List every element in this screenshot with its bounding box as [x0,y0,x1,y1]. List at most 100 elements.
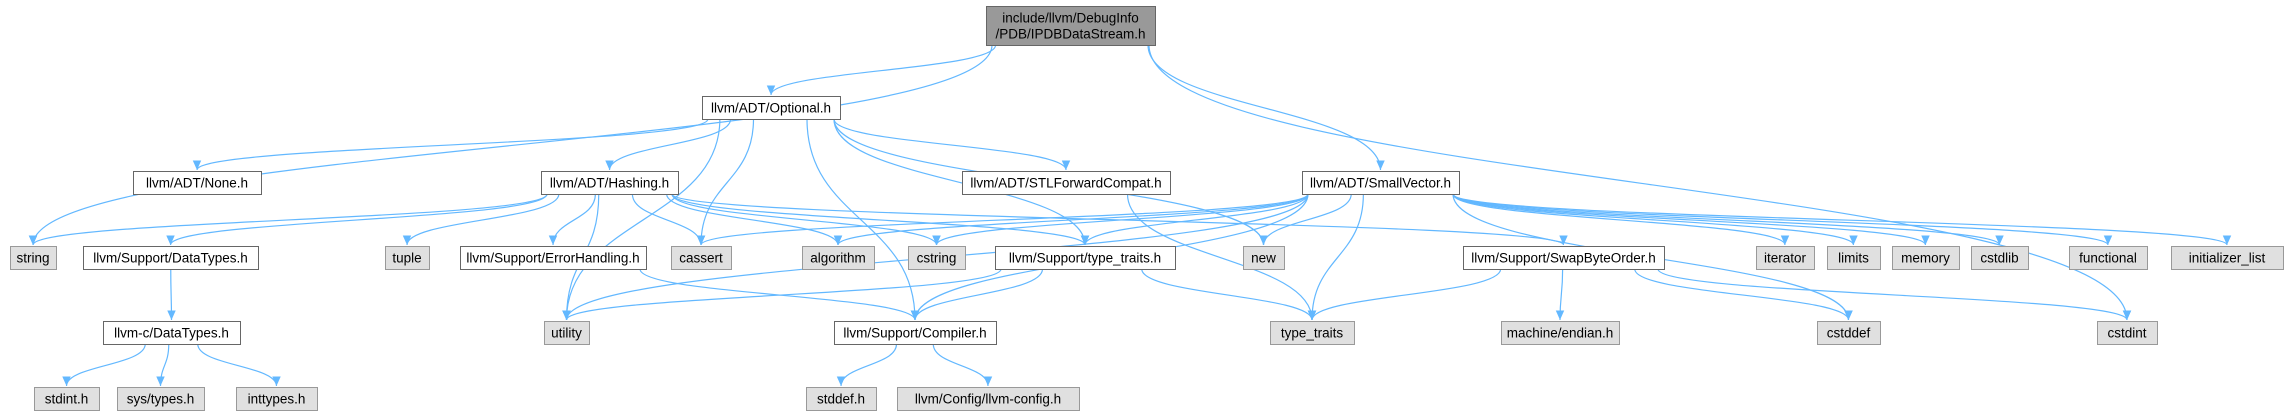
edge-smallvector-to-cassert [696,193,1309,246]
node-box [117,387,205,411]
node-label: functional [2079,251,2137,266]
node-smallvector[interactable]: llvm/ADT/SmallVector.h [1302,171,1460,195]
edge-typetraits_h-to-compiler [910,268,1044,321]
edge-smallvector-to-typetraits_h [1080,193,1309,246]
edge-optional-to-none [192,118,709,171]
node-swapbyteorder[interactable]: llvm/Support/SwapByteOrder.h [1463,246,1665,270]
node-box [1756,246,1815,270]
node-stddef: stddef.h [806,387,877,411]
node-label: llvm/Support/Compiler.h [843,326,986,341]
node-box [986,6,1156,46]
node-box [1243,246,1285,270]
node-box [385,246,430,270]
node-algorithm: algorithm [802,246,875,270]
edge-hashing-to-string [28,193,548,246]
node-box [1817,321,1881,345]
node-label: /PDB/IPDBDataStream.h [995,27,1145,42]
node-box [83,246,259,270]
node-none[interactable]: llvm/ADT/None.h [133,171,262,195]
node-label: sys/types.h [127,392,195,407]
edge-cdatatypes-to-inttypes [197,343,281,387]
node-box [671,246,732,270]
node-label: llvm/ADT/Optional.h [711,101,831,116]
node-label: include/llvm/DebugInfo [1002,11,1139,26]
node-cstdlib: cstdlib [1971,246,2029,270]
node-label: llvm/ADT/STLForwardCompat.h [970,176,1161,191]
node-box [806,387,877,411]
nodes-layer: include/llvm/DebugInfo/PDB/IPDBDataStrea… [10,6,2284,411]
edge-smallvector-to-algorithm [833,193,1309,246]
edge-smallvector-to-new [1259,193,1352,246]
node-box [1827,246,1881,270]
edge-hashing-to-cstring [671,193,941,246]
node-stlforward[interactable]: llvm/ADT/STLForwardCompat.h [962,171,1171,195]
edge-smallvector-to-iterator [1452,193,1790,246]
node-label: limits [1838,251,1869,266]
node-hashing[interactable]: llvm/ADT/Hashing.h [541,171,679,195]
node-label: machine/endian.h [1507,326,1614,341]
node-box [702,96,841,120]
edge-optional-to-hashing [605,118,732,171]
node-box [34,387,100,411]
node-optional[interactable]: llvm/ADT/Optional.h [702,96,841,120]
node-errorhandling[interactable]: llvm/Support/ErrorHandling.h [460,246,647,270]
node-label: llvm-c/DataTypes.h [114,326,229,341]
node-datatypes[interactable]: llvm/Support/DataTypes.h [83,246,259,270]
node-label: algorithm [810,251,866,266]
edge-stlforward-to-type_traits [1126,193,1317,321]
edge-hashing-to-errorhandling [548,193,596,246]
edge-root-to-cstdint [1148,44,2132,321]
node-label: llvm/Support/type_traits.h [1009,251,1161,266]
edge-smallvector-to-functional [1452,193,2113,246]
edge-smallvector-to-limits [1452,193,1858,246]
node-label: cstring [917,251,957,266]
node-limits: limits [1827,246,1881,270]
node-box [236,387,318,411]
node-box [460,246,647,270]
node-label: new [1251,251,1276,266]
node-compiler[interactable]: llvm/Support/Compiler.h [834,321,997,345]
node-box [1971,246,2029,270]
node-label: stdint.h [45,392,89,407]
node-label: cstdint [2107,326,2146,341]
edge-swapbyteorder-to-machine_endian [1555,268,1565,321]
node-root[interactable]: include/llvm/DebugInfo/PDB/IPDBDataStrea… [986,6,1156,46]
node-label: string [16,251,49,266]
node-string: string [10,246,57,270]
node-iterator: iterator [1756,246,1815,270]
edge-cdatatypes-to-systypes [156,343,170,387]
node-label: inttypes.h [248,392,306,407]
node-cstring: cstring [908,246,966,270]
node-machine_endian: machine/endian.h [1501,321,1620,345]
node-utility: utility [544,321,590,345]
node-label: tuple [392,251,421,266]
node-box [2097,321,2158,345]
edge-compiler-to-stddef [836,343,898,387]
edge-typetraits_h-to-type_traits [1141,268,1317,321]
edge-smallvector-to-cstring [932,193,1309,246]
node-llvmconfig: llvm/Config/llvm-config.h [897,387,1080,411]
node-label: llvm/Config/llvm-config.h [915,392,1061,407]
edge-swapbyteorder-to-cstdint [1657,268,2132,321]
node-cstddef: cstddef [1817,321,1881,345]
node-box [897,387,1080,411]
node-box [2171,246,2284,270]
node-label: llvm/Support/ErrorHandling.h [466,251,639,266]
node-box [834,321,997,345]
edge-cdatatypes-to-stdint [62,343,146,387]
edge-typetraits_h-to-utility [562,268,1002,321]
node-box [908,246,966,270]
edge-errorhandling-to-compiler [639,268,920,321]
node-cdatatypes[interactable]: llvm-c/DataTypes.h [103,321,241,345]
edge-hashing-to-tuple [402,193,560,246]
node-label: iterator [1764,251,1807,266]
edges-layer [28,44,2232,387]
edge-root-to-smallvector [1147,44,1385,171]
edge-root-to-optional [766,44,997,96]
edge-optional-to-utility [562,118,721,321]
edge-swapbyteorder-to-cstddef [1634,268,1853,321]
edge-hashing-to-datatypes [166,193,548,246]
node-box [1501,321,1620,345]
node-typetraits_h[interactable]: llvm/Support/type_traits.h [995,246,1176,270]
